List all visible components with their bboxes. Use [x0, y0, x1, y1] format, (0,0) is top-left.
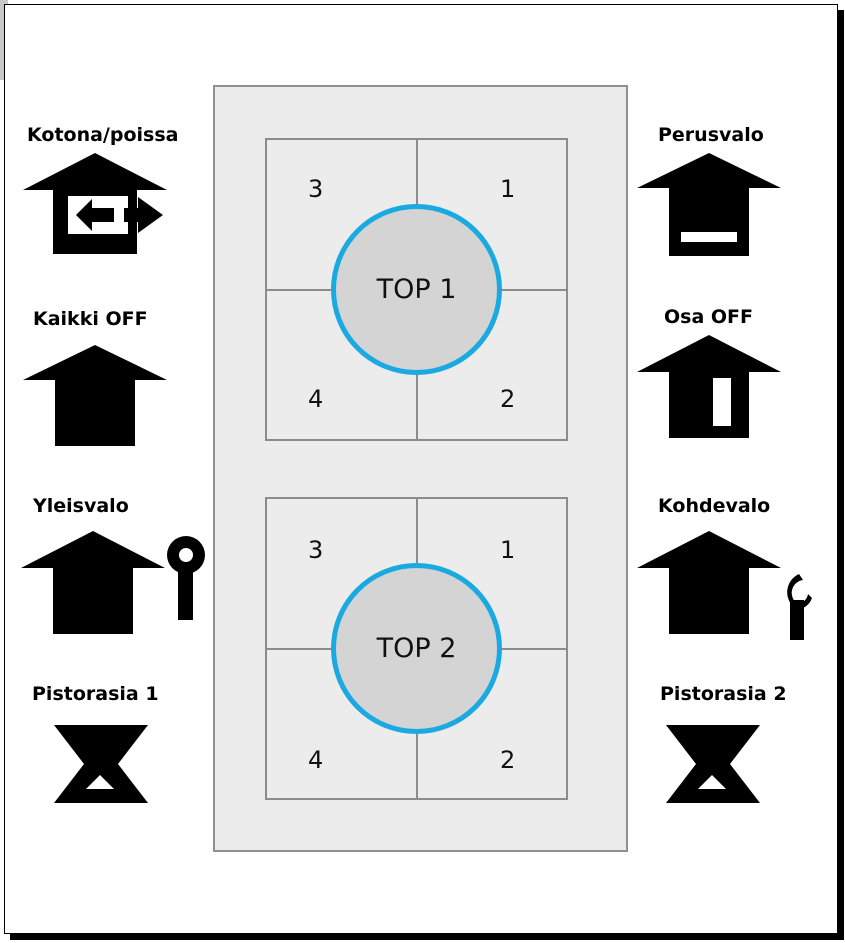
- socket-icon: [54, 725, 148, 803]
- house-spot-icon: [637, 531, 812, 640]
- label-kohdevalo: Kohdevalo: [658, 495, 771, 517]
- button-1[interactable]: 1: [500, 175, 516, 203]
- house-icon: [23, 345, 167, 446]
- button-4[interactable]: 4: [308, 746, 324, 774]
- label-pistorasia-1: Pistorasia 1: [32, 683, 159, 705]
- label-perusvalo: Perusvalo: [658, 124, 764, 146]
- button-3[interactable]: 3: [308, 536, 324, 564]
- label-kaikki-off: Kaikki OFF: [33, 308, 148, 330]
- label-kotona-poissa: Kotona/poissa: [27, 124, 179, 146]
- house-bar-icon: [637, 153, 781, 256]
- label-osa-off: Osa OFF: [664, 306, 754, 328]
- keypad-top-1: 3 1 4 2 TOP 1: [265, 138, 568, 441]
- label-yleisvalo: Yleisvalo: [33, 495, 129, 517]
- button-3[interactable]: 3: [308, 175, 324, 203]
- house-arrows-icon: [23, 153, 167, 254]
- socket-icon: [666, 725, 760, 803]
- keypad-top-2: 3 1 4 2 TOP 2: [265, 497, 568, 800]
- house-door-icon: [637, 335, 781, 438]
- button-1[interactable]: 1: [500, 536, 516, 564]
- center-button-top-1[interactable]: TOP 1: [331, 204, 502, 375]
- house-lamp-icon: [21, 531, 205, 634]
- button-2[interactable]: 2: [500, 385, 516, 413]
- button-4[interactable]: 4: [308, 385, 324, 413]
- button-2[interactable]: 2: [500, 746, 516, 774]
- center-button-top-2[interactable]: TOP 2: [331, 563, 502, 734]
- label-pistorasia-2: Pistorasia 2: [660, 683, 787, 705]
